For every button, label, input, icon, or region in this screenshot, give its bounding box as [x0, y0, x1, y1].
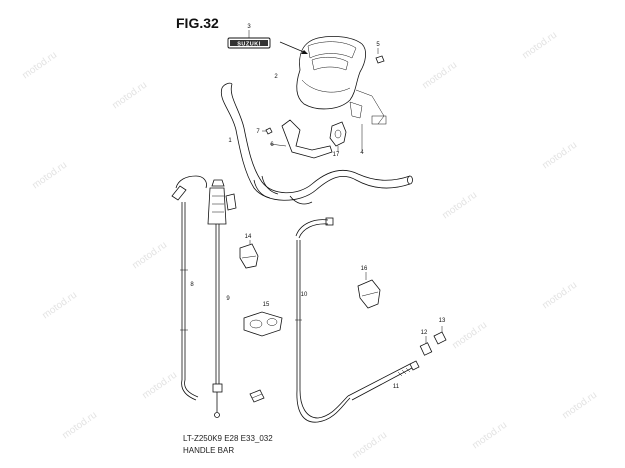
diagram-subtitle: HANDLE BAR — [183, 446, 235, 455]
callout-11: 11 — [393, 384, 400, 390]
clip-part-14 — [239, 240, 259, 269]
bracket-part-6 — [269, 119, 333, 159]
cable-connector — [249, 389, 265, 403]
callout-6: 6 — [270, 142, 274, 148]
sleeve-part-12 — [419, 336, 433, 356]
bolt-part-7 — [262, 127, 273, 135]
cable-part-9 — [207, 179, 237, 418]
callout-17: 17 — [333, 152, 340, 158]
callout-4: 4 — [360, 150, 364, 156]
figure-title: FIG.32 — [176, 15, 219, 31]
handlebar-cover — [296, 36, 387, 125]
callout-16: 16 — [361, 266, 368, 272]
callout-5: 5 — [376, 42, 380, 48]
cable-part-8 — [171, 175, 207, 401]
clamp-part-17 — [329, 121, 347, 152]
screw-part-5 — [375, 48, 385, 64]
cable-part-10 — [295, 217, 351, 423]
callout-7: 7 — [256, 129, 260, 135]
suzuki-emblem: SUZUKI — [227, 30, 271, 49]
holder-part-15 — [243, 311, 283, 337]
model-code: LT-Z250K9 E28 E33_032 — [183, 434, 273, 443]
callout-15: 15 — [263, 302, 270, 308]
callout-10: 10 — [301, 292, 308, 298]
emblem-text: SUZUKI — [237, 41, 260, 47]
callout-13: 13 — [439, 318, 446, 324]
end-cap-part-13 — [433, 326, 447, 345]
callout-12: 12 — [421, 330, 428, 336]
callout-3: 3 — [247, 24, 251, 30]
bracket-part-16 — [357, 272, 381, 309]
callout-8: 8 — [190, 282, 194, 288]
cable-adjuster-part-11 — [347, 360, 420, 401]
callout-14: 14 — [245, 234, 252, 240]
callout-1: 1 — [228, 138, 232, 144]
callout-9: 9 — [226, 296, 230, 302]
callout-2: 2 — [274, 74, 278, 80]
handlebar — [220, 82, 413, 205]
